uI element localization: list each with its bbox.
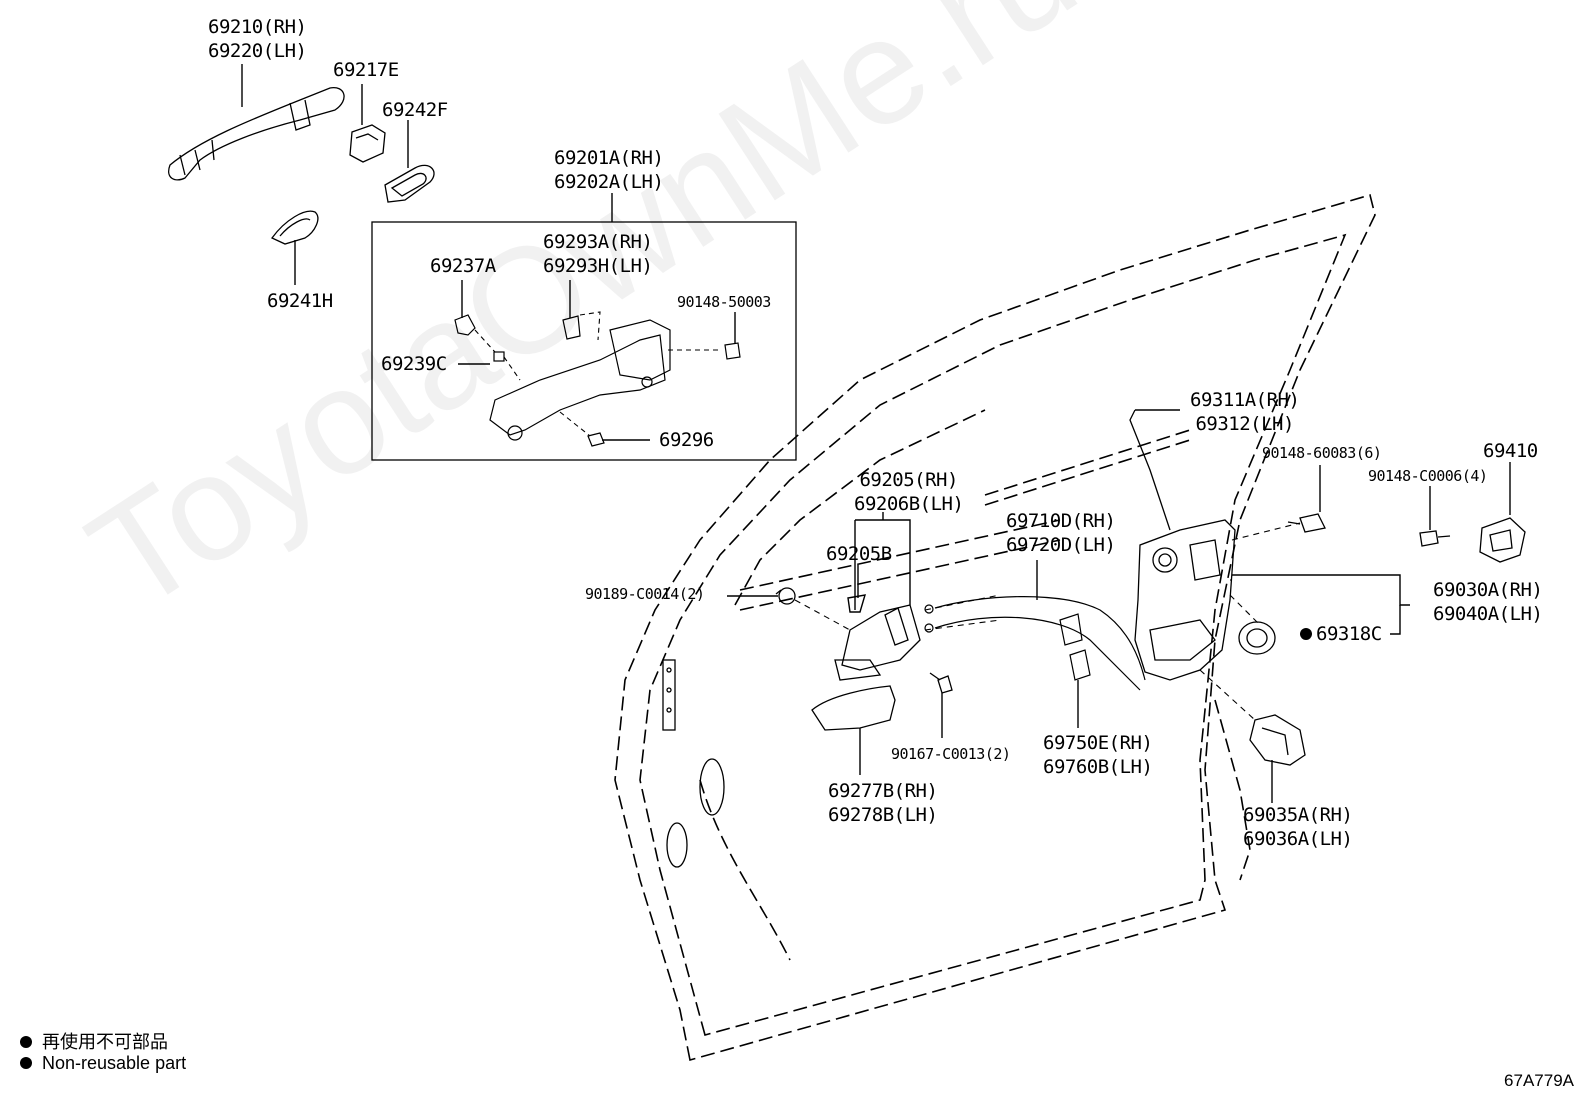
label-69410: 69410	[1483, 440, 1538, 462]
label-bezel: 69277B(RH) 69278B(LH)	[828, 780, 938, 826]
bolt-shape	[929, 672, 953, 694]
label-90148-C0006: 90148-C0006(4)	[1368, 467, 1488, 485]
label-69239C: 69239C	[381, 353, 447, 375]
label-90189: 90189-C0014(2)	[585, 585, 705, 603]
screw-shape	[1287, 513, 1326, 533]
label-90148-50003: 90148-50003	[677, 293, 771, 311]
frame-box	[371, 221, 797, 461]
label-lock-69030: 69030A(RH) 69040A(LH)	[1433, 579, 1543, 625]
label-frame-69293: 69293A(RH) 69293H(LH)	[543, 231, 653, 277]
cables	[924, 596, 1146, 691]
lock-cover-shape	[1249, 714, 1306, 766]
frame-leaders	[474, 311, 722, 437]
label-frame-assy: 69201A(RH) 69202A(LH)	[554, 147, 664, 193]
screw-c0006-shape	[1419, 530, 1451, 547]
door-holes	[662, 659, 725, 868]
clip-shape	[775, 587, 796, 605]
label-lock-cover: 69035A(RH) 69036A(LH)	[1243, 804, 1353, 850]
door-outline	[614, 193, 1376, 1062]
label-69296: 69296	[659, 429, 714, 451]
label-rod-69311: 69311A(RH) 69312(LH)	[1190, 389, 1300, 435]
label-inside-handle: 69205(RH) 69206B(LH)	[854, 469, 964, 515]
label-69217E: 69217E	[333, 59, 399, 81]
legend-en: Non-reusable part	[20, 1053, 186, 1074]
outer-handle-shape	[168, 87, 345, 181]
inside-handle-shape	[834, 604, 921, 681]
label-cable-69710: 69710D(RH) 69720D(LH)	[1006, 510, 1116, 556]
striker-shape	[1479, 517, 1526, 563]
legend-bullet-icon	[20, 1036, 32, 1048]
label-69205B: 69205B	[826, 543, 892, 565]
pad-shape	[384, 164, 435, 203]
label-handle-outer: 69210(RH) 69220(LH)	[208, 16, 307, 62]
cap-shape	[349, 124, 386, 163]
label-69241H: 69241H	[267, 290, 333, 312]
bezel-shape	[811, 685, 896, 731]
diagram-code: 67A779A	[1504, 1071, 1574, 1090]
rod-shape	[1129, 409, 1171, 531]
frame-shape	[454, 314, 741, 447]
legend-jp: 再使用不可部品	[20, 1028, 168, 1054]
seal-shape	[1238, 621, 1276, 655]
label-90148-60083: 90148-60083(6)	[1262, 444, 1382, 462]
cover-shape	[271, 210, 319, 245]
label-69242F: 69242F	[382, 99, 448, 121]
lock-shape	[1134, 519, 1236, 681]
label-cable-69750: 69750E(RH) 69760B(LH)	[1043, 732, 1153, 778]
legend-bullet-icon	[20, 1057, 32, 1069]
label-69237A: 69237A	[430, 255, 496, 277]
label-69318C: 69318C	[1316, 623, 1382, 645]
label-90167: 90167-C0013(2)	[891, 745, 1011, 763]
